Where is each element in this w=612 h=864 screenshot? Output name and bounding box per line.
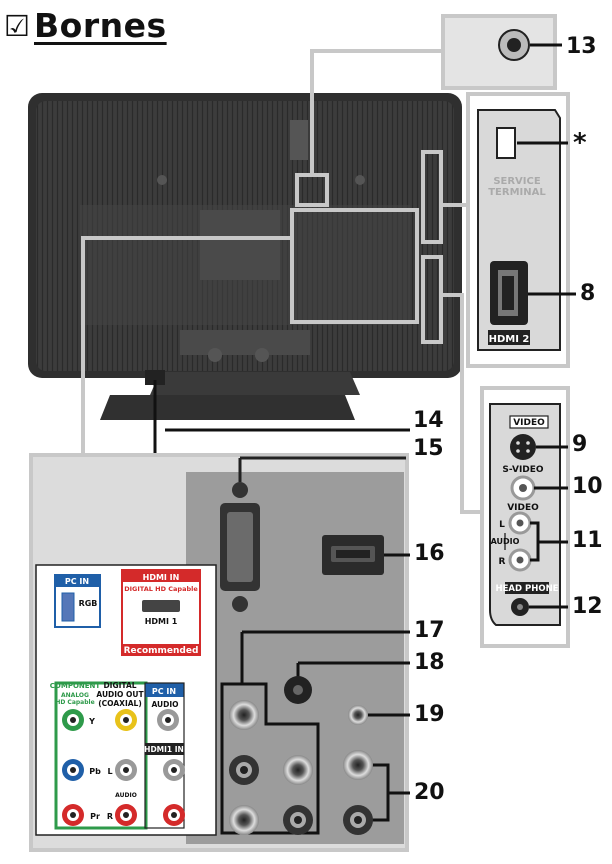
side-panel-upper xyxy=(466,92,576,368)
pc-audio-label: AUDIO xyxy=(151,700,178,709)
checkbox-icon: ☑ xyxy=(4,8,30,43)
headphone-label: HEAD PHONE xyxy=(495,584,558,594)
side-audio-label: AUDIO xyxy=(491,537,520,546)
side-panel-lower xyxy=(480,386,570,648)
hdmi-in-label: HDMI IN xyxy=(143,573,180,582)
pc-in-mid-label: PC IN xyxy=(152,687,176,696)
rear-panel xyxy=(29,428,410,852)
page-title: ☑ Bornes xyxy=(4,6,167,45)
hd-capable-label: HD Capable xyxy=(55,699,94,706)
hdmi2-label: HDMI 2 xyxy=(489,334,530,345)
digital-label: DIGITAL xyxy=(103,681,136,690)
analog-label: ANALOG xyxy=(61,692,89,699)
callout-12: 12 xyxy=(572,594,603,619)
rgb-label: RGB xyxy=(79,599,98,608)
hdmi1-in-label: HDMI1 IN xyxy=(144,745,184,754)
y-label: Y xyxy=(88,717,95,726)
video-label: VIDEO xyxy=(507,503,539,513)
title-text: Bornes xyxy=(34,6,167,45)
svideo-label: S-VIDEO xyxy=(502,465,543,475)
terminal-label: TERMINAL xyxy=(488,187,546,198)
side-l-label: L xyxy=(499,520,505,530)
pr-label: Pr xyxy=(90,812,100,821)
callout-15: 15 xyxy=(413,436,444,461)
pc-in-top-label: PC IN xyxy=(65,577,89,586)
audio-small-label: AUDIO xyxy=(115,792,137,799)
callout-star: * xyxy=(573,128,587,158)
tv-back-illustration xyxy=(28,93,462,420)
callout-17: 17 xyxy=(414,618,445,643)
callout-13: 13 xyxy=(566,34,597,59)
audio-out-label: AUDIO OUT xyxy=(96,690,144,699)
side-r-label: R xyxy=(499,557,506,567)
callout-8: 8 xyxy=(580,281,596,306)
callout-11: 11 xyxy=(572,528,603,553)
l-label: L xyxy=(107,767,112,776)
hdmi-capable-label: DIGITAL HD Capable xyxy=(124,585,198,593)
callout-19: 19 xyxy=(414,702,445,727)
coaxial-label: (COAXIAL) xyxy=(98,699,142,708)
recommended-label: Recommended xyxy=(124,646,199,656)
callout-14: 14 xyxy=(413,408,444,433)
video-box-label: VIDEO xyxy=(513,418,545,428)
callout-20: 20 xyxy=(414,780,445,805)
callout-9: 9 xyxy=(572,432,588,457)
pb-label: Pb xyxy=(89,767,101,776)
hdmi1-label: HDMI 1 xyxy=(145,617,178,626)
component-label: COMPONENT xyxy=(50,682,101,690)
r-label: R xyxy=(107,812,113,821)
service-label: SERVICE xyxy=(493,176,541,187)
antenna-terminal-box xyxy=(441,14,562,90)
callout-16: 16 xyxy=(414,541,445,566)
callout-10: 10 xyxy=(572,474,603,499)
callout-18: 18 xyxy=(414,650,445,675)
